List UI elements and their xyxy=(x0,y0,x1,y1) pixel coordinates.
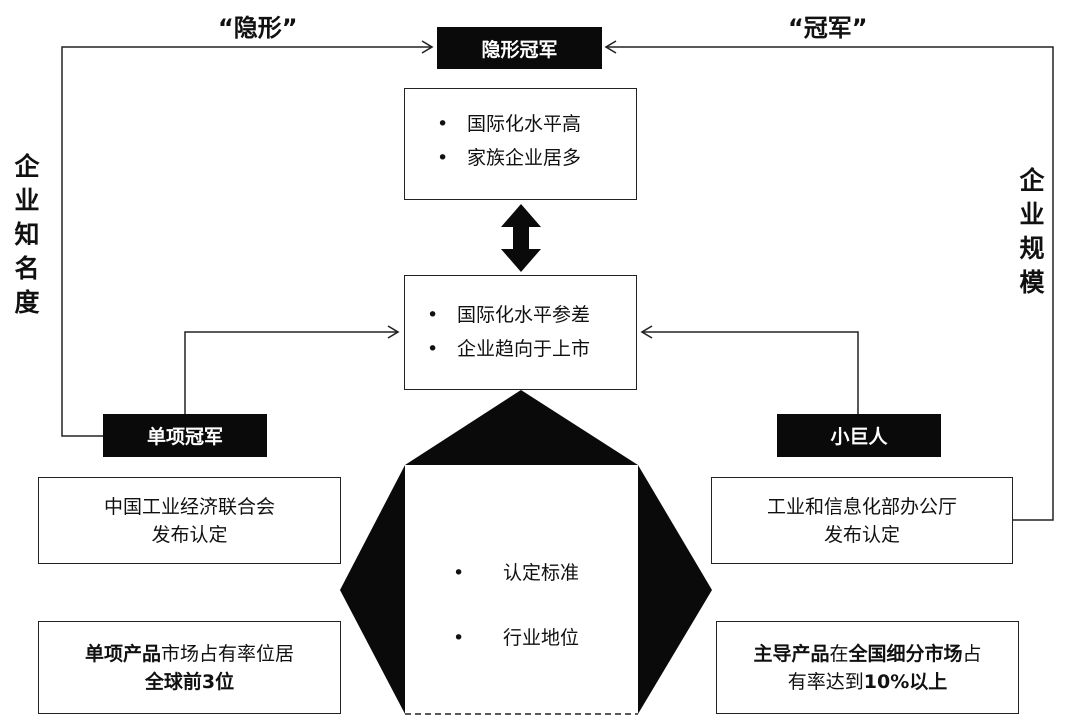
center-item-standard: •认定标准 xyxy=(453,562,580,584)
criteria-line: 单项产品市场占有率位居 xyxy=(84,642,295,665)
quote-right: “冠军” xyxy=(788,14,868,42)
criteria-line: 全球前3位 xyxy=(144,670,235,693)
single-champion-criteria-box: 单项产品市场占有率位居 全球前3位 xyxy=(38,621,341,714)
list-item: •家族企业居多 xyxy=(437,147,582,169)
little-giant-title: 小巨人 xyxy=(777,414,941,457)
hidden-champion-traits-box: •国际化水平高 •家族企业居多 xyxy=(404,88,637,200)
little-giant-issuer-box: 工业和信息化部办公厅 发布认定 xyxy=(711,477,1013,564)
hexagon-top-cap xyxy=(405,390,638,465)
left-inner-connector xyxy=(184,325,400,414)
side-label-left: 企业知名度 xyxy=(14,152,40,317)
issuer-line: 中国工业经济联合会 xyxy=(103,495,275,518)
quote-left: “隐形” xyxy=(218,14,298,42)
hexagon-left-wing xyxy=(340,465,405,714)
hexagon-right-wing xyxy=(638,465,712,714)
little-giant-criteria-box: 主导产品在全国细分市场占 有率达到10%以上 xyxy=(716,621,1019,714)
hidden-champion-title: 隐形冠军 xyxy=(437,27,602,69)
middle-traits-box: •国际化水平参差 •企业趋向于上市 xyxy=(404,275,637,390)
side-label-right: 企业规模 xyxy=(1019,166,1045,297)
double-arrow-icon xyxy=(501,204,541,272)
single-champion-title: 单项冠军 xyxy=(103,414,267,457)
right-outer-connector xyxy=(604,40,1054,521)
right-inner-connector xyxy=(640,325,859,414)
single-champion-issuer-box: 中国工业经济联合会 发布认定 xyxy=(38,477,341,564)
issuer-line: 工业和信息化部办公厅 xyxy=(766,495,957,518)
left-outer-connector xyxy=(61,40,434,437)
issuer-line: 发布认定 xyxy=(823,523,900,546)
criteria-line: 有率达到10%以上 xyxy=(787,670,948,693)
list-item: •国际化水平参差 xyxy=(427,304,591,326)
list-item: •国际化水平高 xyxy=(437,113,582,135)
issuer-line: 发布认定 xyxy=(151,523,228,546)
center-item-position: •行业地位 xyxy=(453,627,580,649)
criteria-line: 主导产品在全国细分市场占 xyxy=(753,642,982,665)
list-item: •企业趋向于上市 xyxy=(427,338,591,360)
